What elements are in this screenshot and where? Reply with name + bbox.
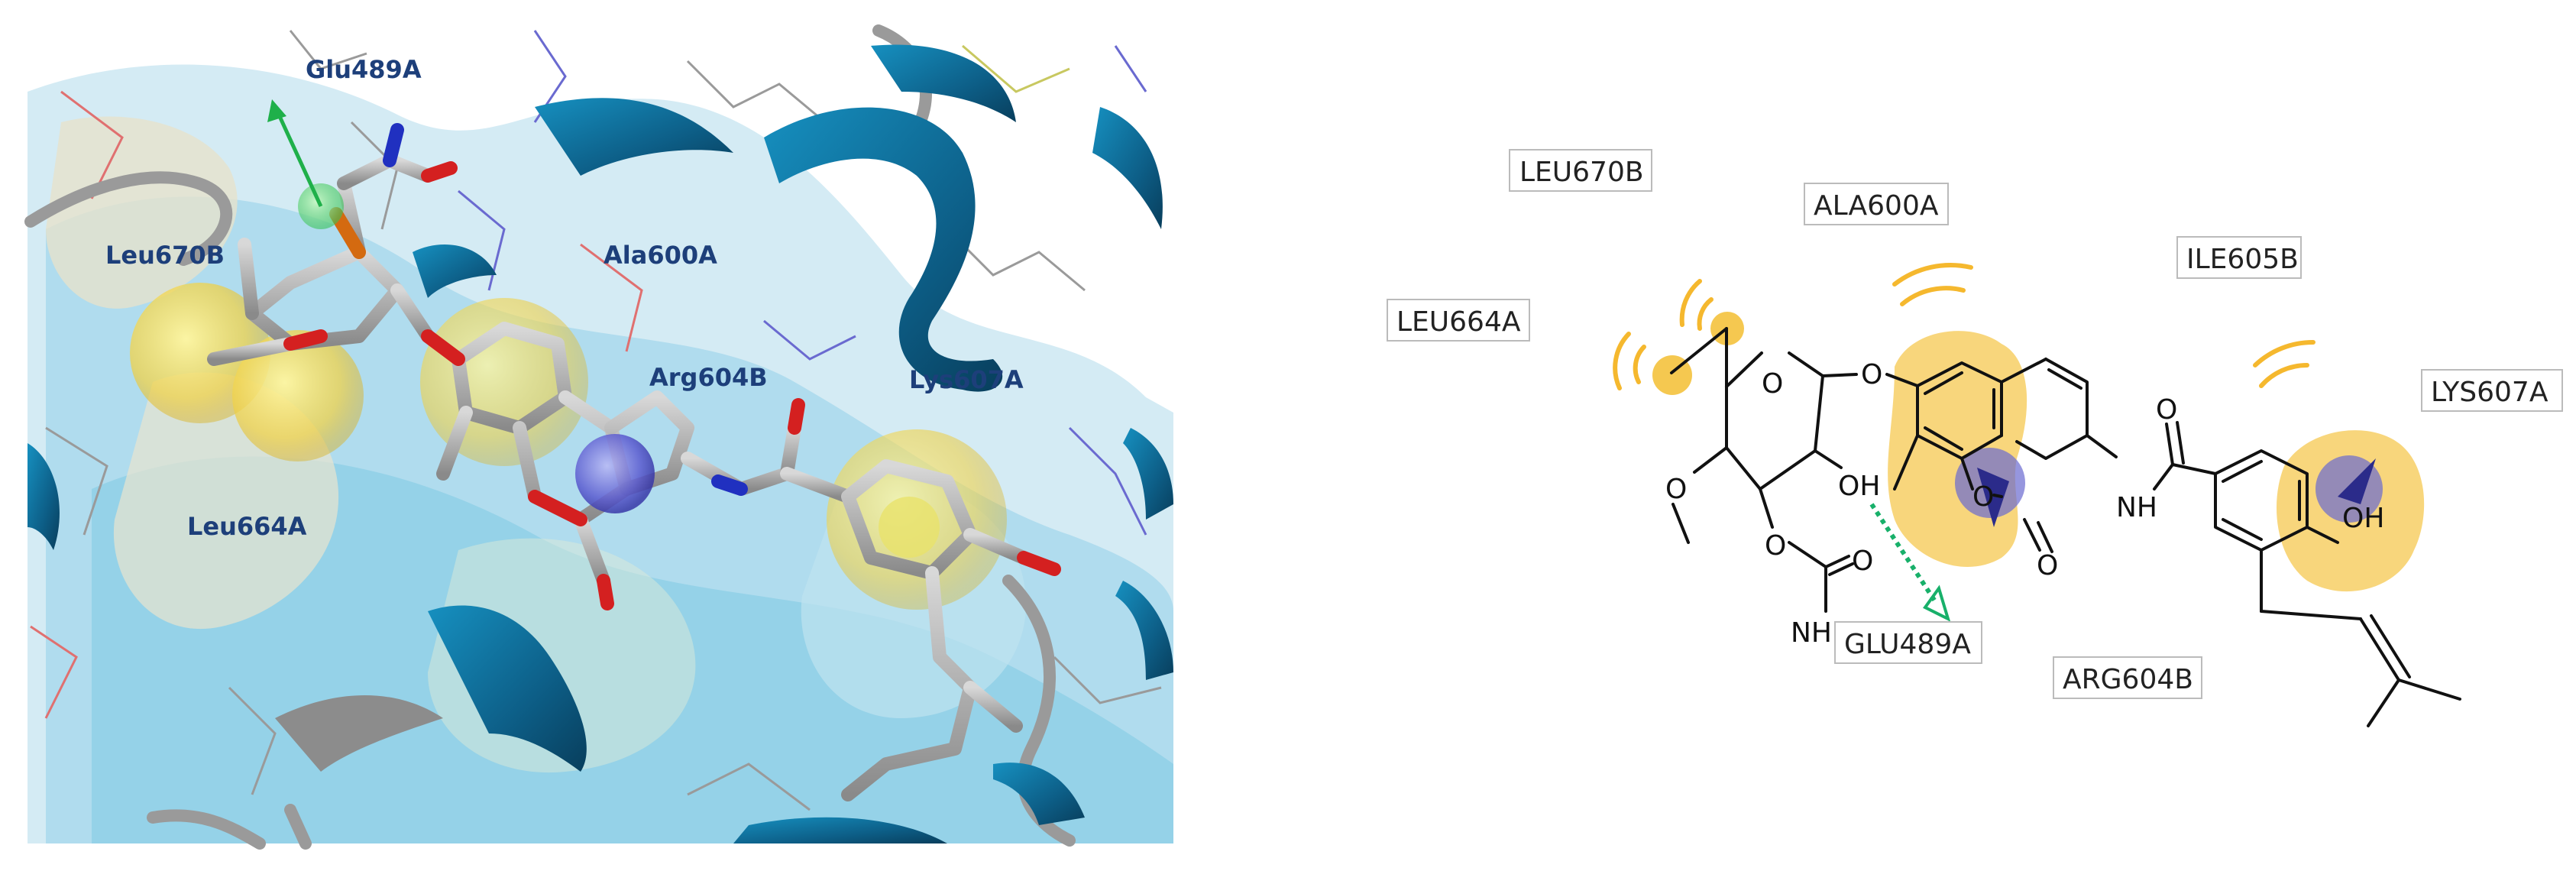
atom-o-lactone: O — [1972, 481, 1994, 513]
atom-nh-amide: NH — [2116, 492, 2157, 523]
hbond-interaction — [1869, 503, 1951, 622]
aromatic-ring-sphere — [575, 434, 655, 513]
residue-box-arg604b: ARG604B — [2053, 656, 2202, 699]
protein-ribbons — [28, 44, 1173, 843]
docking-3d-view: Glu489A Leu670B Ala600A Arg604B Lys607A … — [0, 0, 1192, 871]
atom-oh-phenol: OH — [2342, 503, 2384, 534]
label-leu664a: Leu664A — [187, 512, 307, 541]
residue-box-ile605b: ILE605B — [2176, 236, 2302, 279]
atom-o-amide: O — [2156, 394, 2177, 426]
hydrophobic-sphere-2 — [232, 330, 364, 461]
atom-o-carbamate: O — [1765, 530, 1786, 562]
atom-o-ring: O — [1762, 368, 1783, 400]
pi-arrow-benzene — [2338, 458, 2376, 504]
svg-text:GLU489A: GLU489A — [1844, 629, 1971, 660]
svg-text:ARG604B: ARG604B — [2063, 664, 2193, 695]
label-lys607a: Lys607A — [909, 365, 1024, 394]
pi-arrow-coumarin — [1977, 468, 2009, 527]
svg-text:LEU670B: LEU670B — [1519, 157, 1644, 188]
ligand-heteroatoms — [283, 123, 1061, 610]
label-arg604b: Arg604B — [649, 363, 768, 392]
residue-box-glu489a: GLU489A — [1834, 621, 1982, 664]
hbond-arrowhead — [1923, 584, 1951, 622]
atom-oh-sugar: OH — [1838, 471, 1880, 502]
svg-text:ALA600A: ALA600A — [1814, 190, 1939, 222]
label-glu489a: Glu489A — [306, 55, 422, 84]
label-ala600a: Ala600A — [604, 241, 717, 270]
atom-o-lactone-carbonyl: O — [2037, 550, 2058, 581]
aromatic-ring-center — [879, 497, 940, 558]
label-leu670b: Leu670B — [105, 241, 225, 270]
svg-text:ILE605B: ILE605B — [2186, 244, 2299, 275]
residue-box-leu670b: LEU670B — [1509, 149, 1652, 192]
protein-wire-residues — [30, 30, 1162, 811]
hydrophobic-arcs — [1613, 262, 2315, 390]
residue-box-leu664a: LEU664A — [1387, 299, 1530, 342]
atom-nh2: NH — [1791, 617, 1832, 649]
pi-interactions — [1955, 448, 2383, 527]
svg-text:LEU664A: LEU664A — [1396, 306, 1521, 338]
ligand-bonds — [1670, 327, 2461, 727]
residue-box-lys607a: LYS607A — [2421, 369, 2563, 412]
interaction-2d-canvas: O O O OH O O NH O O NH O OH LEU670B ALA6… — [1387, 149, 2563, 727]
residue-box-ala600a: ALA600A — [1804, 183, 1949, 225]
atom-o-carbonyl-carbamate: O — [1852, 546, 1873, 577]
docking-3d-canvas: Glu489A Leu670B Ala600A Arg604B Lys607A … — [24, 24, 1173, 850]
atom-o-methoxy: O — [1665, 474, 1687, 505]
svg-text:LYS607A: LYS607A — [2431, 377, 2548, 408]
hbond-dotted-line — [1869, 503, 1939, 605]
hbond-arrow — [267, 99, 323, 208]
atom-o-glycosidic: O — [1861, 359, 1882, 390]
interaction-2d-diagram: O O O OH O O NH O O NH O OH LEU670B ALA6… — [1238, 0, 2576, 871]
